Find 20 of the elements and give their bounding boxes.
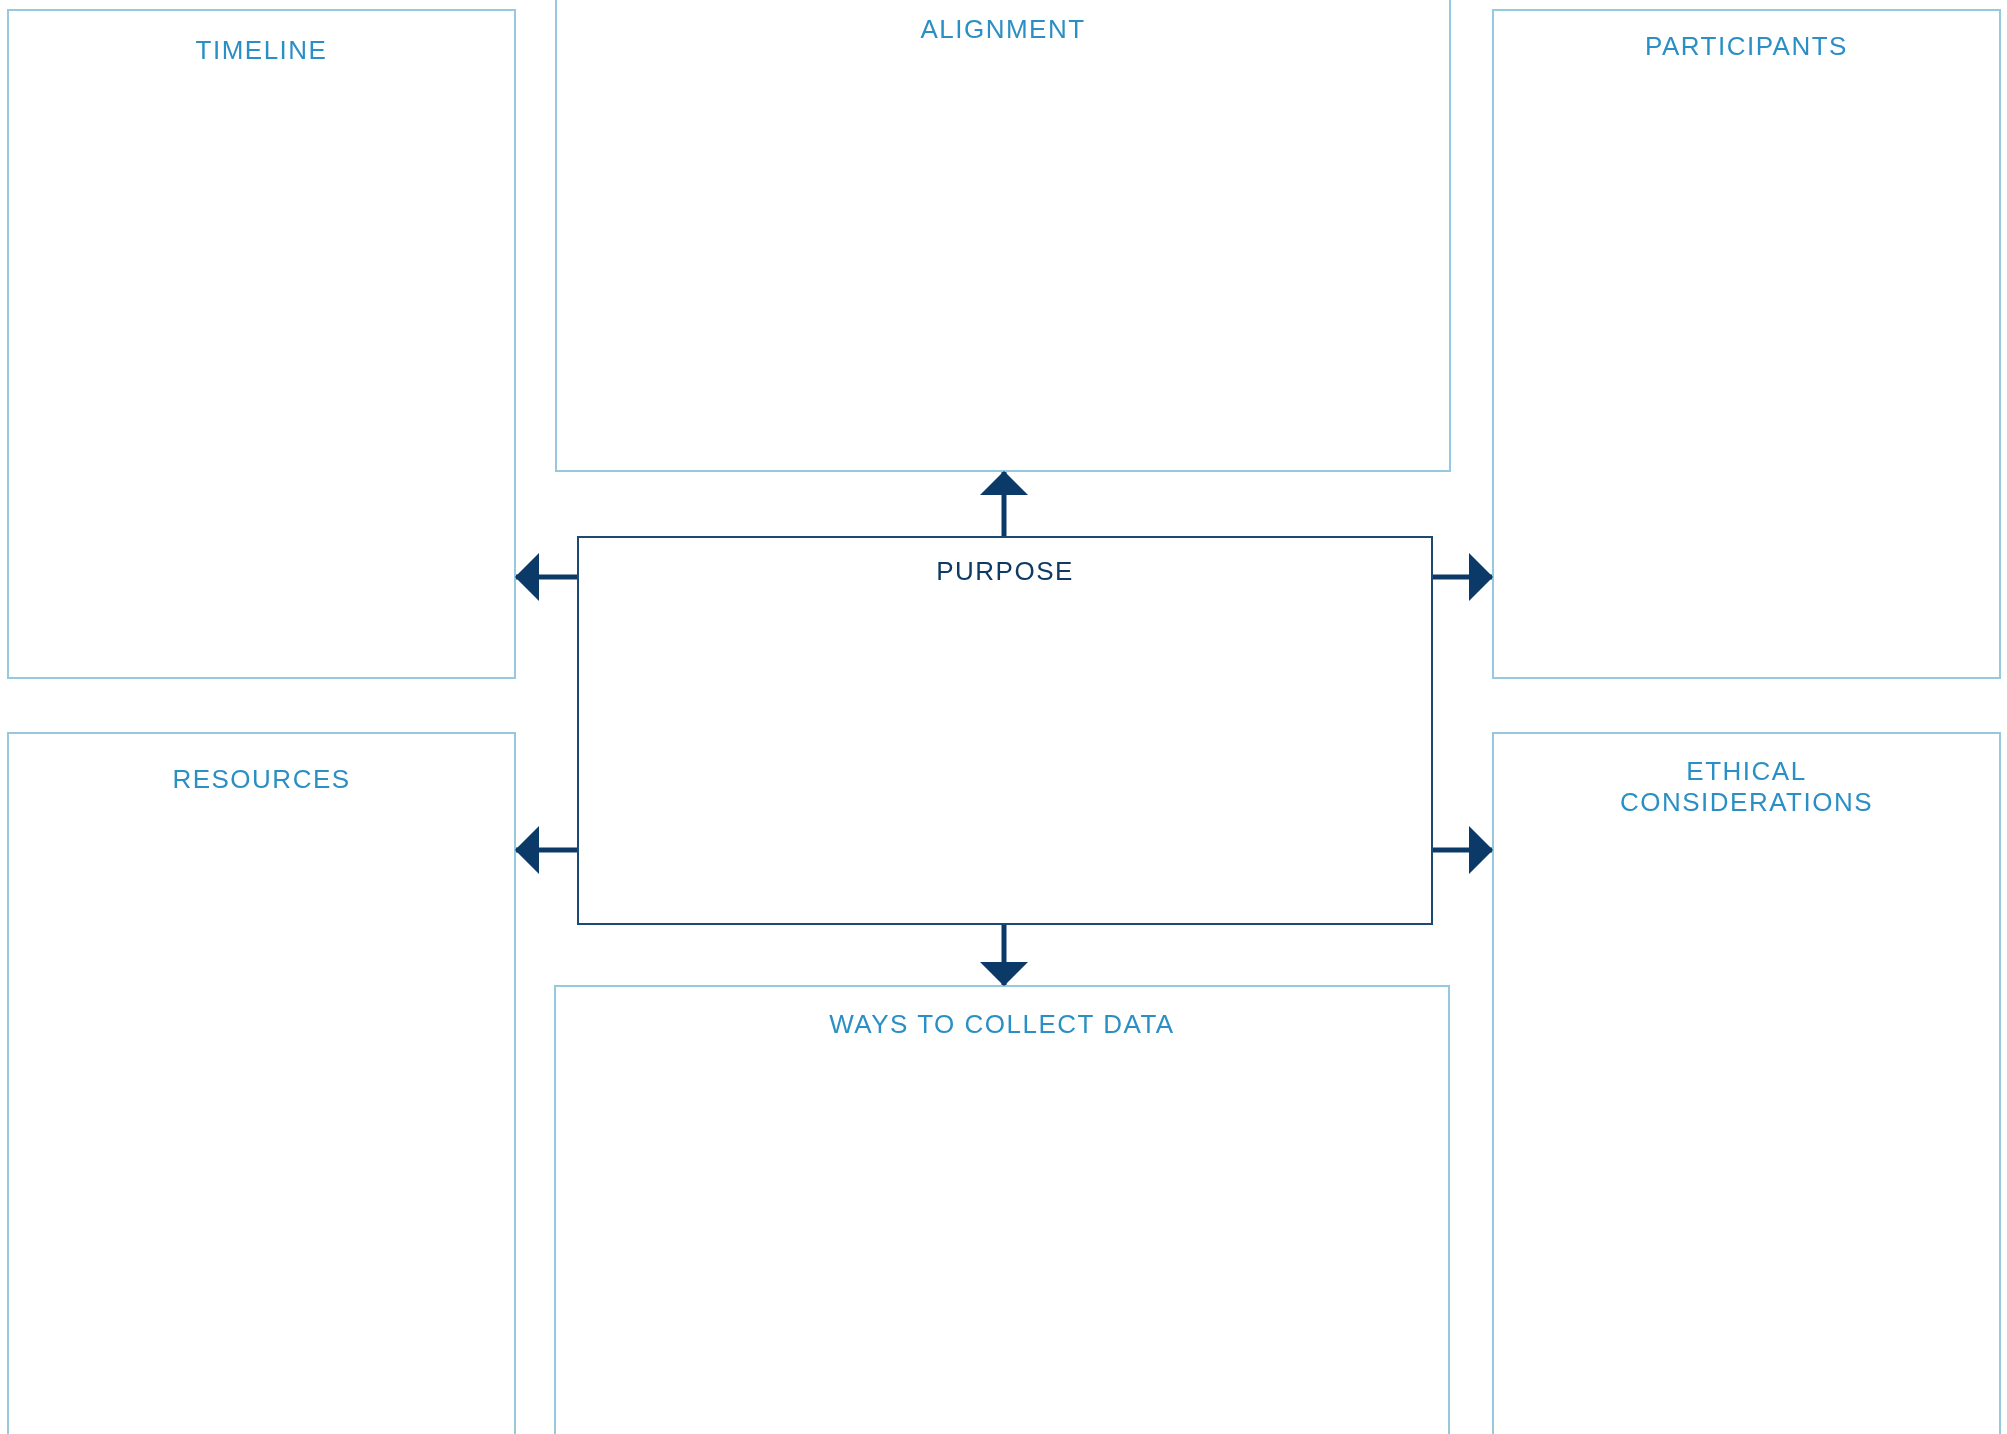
arrow (1433, 826, 1493, 874)
section-heading: TIMELINE (195, 35, 328, 67)
section-box (1492, 9, 2001, 679)
section-box (1492, 732, 2001, 1434)
section-box (7, 9, 516, 679)
section-heading: ETHICAL CONSIDERATIONS (1618, 756, 1875, 819)
arrow (1433, 553, 1493, 601)
arrow (515, 826, 577, 874)
arrow (515, 553, 577, 601)
section-heading: ALIGNMENT (920, 14, 1086, 46)
arrow (980, 471, 1028, 536)
section-heading: PURPOSE (936, 556, 1074, 588)
section-heading: RESOURCES (172, 764, 351, 796)
section-heading: PARTICIPANTS (1645, 31, 1848, 63)
section-box (554, 985, 1450, 1434)
purpose-box (577, 536, 1433, 925)
section-box (555, 0, 1451, 472)
section-heading: WAYS TO COLLECT DATA (829, 1009, 1175, 1041)
arrow (980, 925, 1028, 986)
section-box (7, 732, 516, 1434)
